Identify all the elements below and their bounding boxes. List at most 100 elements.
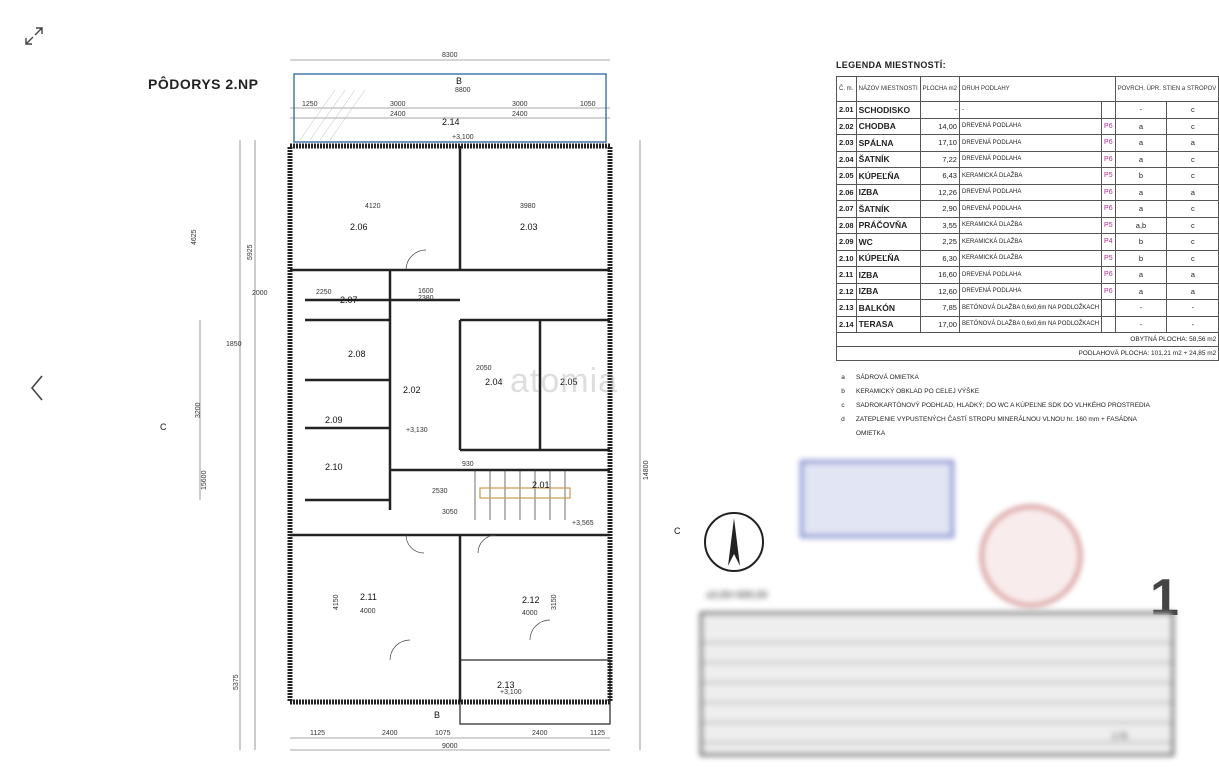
legend-floor-type: KERAMICKÁ DLAŽBA xyxy=(958,167,1103,185)
north-arrow-icon xyxy=(704,512,764,572)
legend-header-floor: DRUH PODLAHY xyxy=(958,76,1116,102)
legend-room-number: 2.07 xyxy=(836,200,857,218)
legend-floor-code: P6 xyxy=(1101,200,1116,218)
dim-15600: 15600 xyxy=(201,470,208,490)
legend-room-name: BALKÓN xyxy=(855,299,921,317)
legend-wall-finish: a xyxy=(1114,117,1168,135)
section-c-left: C xyxy=(160,422,167,432)
legend-table: Č. m. NÁZOV MIESTNOSTI PLOCHA m2 DRUH PO… xyxy=(835,76,1219,361)
dim-bottom-total: 9000 xyxy=(442,743,458,750)
legend-wall-finish: b xyxy=(1114,167,1168,185)
dim-1600: 1600 xyxy=(418,288,434,295)
legend-room-name: PRÁČOVŇA xyxy=(855,216,921,234)
section-b-bottom: B xyxy=(434,710,440,720)
legend-room-area: 14,00 xyxy=(919,117,960,135)
legend-ceiling-finish: c xyxy=(1166,233,1219,251)
legend-note-key: d xyxy=(841,416,845,423)
legend-room-area: 2,25 xyxy=(919,233,960,251)
dim-bottom-1125-b: 1125 xyxy=(590,730,605,737)
legend-room-name: IZBA xyxy=(855,266,921,284)
legend-room-area: 7,22 xyxy=(919,150,960,168)
legend-ceiling-finish: c xyxy=(1166,150,1219,168)
dim-2400-b: 2400 xyxy=(512,111,528,118)
legend-floor-area: PODLAHOVÁ PLOCHA: 101,21 m2 + 24,85 m2 xyxy=(835,346,1219,361)
dim-4625: 4625 xyxy=(191,229,198,245)
legend-room-area: 12,26 xyxy=(919,183,960,201)
legend-room-number: 2.12 xyxy=(836,282,857,300)
legend-room-area: 17,00 xyxy=(919,315,960,333)
legend-room-number: 2.14 xyxy=(836,315,857,333)
room-label-2-06: 2.06 xyxy=(350,222,368,232)
legend-floor-code: P6 xyxy=(1101,150,1116,168)
dim-4000-b: 4000 xyxy=(522,610,538,617)
legend-room-number: 2.13 xyxy=(836,299,857,317)
legend-wall-finish: a xyxy=(1114,150,1168,168)
legend-floor-code: P6 xyxy=(1101,282,1116,300)
legend-ceiling-finish: c xyxy=(1166,117,1219,135)
legend-floor-type: KERAMICKÁ DLAŽBA xyxy=(958,233,1103,251)
legend-floor-type: BETÓNOVÁ DLAŽBA 0,6x0,6m NA PODLOŽKACH xyxy=(958,299,1103,317)
legend-ceiling-finish: c xyxy=(1166,200,1219,218)
previous-image-button[interactable] xyxy=(26,370,50,406)
legend-room-number: 2.11 xyxy=(836,266,857,284)
watermark: atomia xyxy=(510,362,619,400)
dim-top-total: 8300 xyxy=(442,52,458,59)
room-label-2-12: 2.12 xyxy=(522,595,540,605)
legend-ceiling-finish: a xyxy=(1166,282,1219,300)
legend-room-name: SPÁLNA xyxy=(855,134,921,152)
legend-ceiling-finish: - xyxy=(1166,315,1219,333)
room-label-2-08: 2.08 xyxy=(348,349,366,359)
legend-ceiling-finish: a xyxy=(1166,183,1219,201)
legend-room-number: 2.04 xyxy=(836,150,857,168)
dim-bottom-1125-a: 1125 xyxy=(310,730,325,737)
legend-floor-code: P4 xyxy=(1101,233,1116,251)
legend-ceiling-finish: c xyxy=(1166,167,1219,185)
room-label-2-05: 2.05 xyxy=(560,377,578,387)
legend-floor-type: DREVENÁ PODLAHA xyxy=(958,150,1103,168)
legend-floor-type: KERAMICKÁ DLAŽBA xyxy=(958,216,1103,234)
legend-note-text: SÁDROVÁ OMIETKA xyxy=(856,374,919,381)
level-balcony: +3,100 xyxy=(500,689,522,696)
legend-room-area: 2,90 xyxy=(919,200,960,218)
dim-2250: 2250 xyxy=(316,289,332,296)
legend-floor-type: BETÓNOVÁ DLAŽBA 0,6x0,6m NA PODLOŽKACH xyxy=(958,315,1103,333)
room-label-2-04: 2.04 xyxy=(485,377,503,387)
legend-floor-type: DREVENÁ PODLAHA xyxy=(958,117,1103,135)
legend-note-key: b xyxy=(841,388,845,395)
dim-2380: 2380 xyxy=(418,295,434,302)
legend-room-area: 6,30 xyxy=(919,249,960,267)
legend-floor-code: P6 xyxy=(1101,183,1116,201)
legend-room-area: 3,55 xyxy=(919,216,960,234)
legend-floor-type: DREVENÁ PODLAHA xyxy=(958,282,1103,300)
legend-ceiling-finish: a xyxy=(1166,266,1219,284)
expand-icon[interactable] xyxy=(22,24,46,48)
dim-3050: 3050 xyxy=(442,509,458,516)
dim-2050: 2050 xyxy=(476,365,492,372)
legend-room-name: KÚPEĽŇA xyxy=(855,249,921,267)
room-label-2-03: 2.03 xyxy=(520,222,538,232)
scale-value: 1:75 xyxy=(1112,732,1128,741)
legend-room-number: 2.09 xyxy=(836,233,857,251)
legend-room-number: 2.08 xyxy=(836,216,857,234)
legend-room-name: ŠATNÍK xyxy=(855,150,921,168)
dim-4120: 4120 xyxy=(365,203,381,210)
legend-room-area: 6,43 xyxy=(919,167,960,185)
dim-3200: 3200 xyxy=(195,402,202,418)
legend-ceiling-finish: a xyxy=(1166,134,1219,152)
legend-room-name: SCHODISKO xyxy=(855,101,921,119)
legend-wall-finish: a xyxy=(1114,200,1168,218)
legend-ceiling-finish: c xyxy=(1166,216,1219,234)
legend-note-text: SADROKARTÓNOVÝ PODHĽAD, HLADKÝ; DO WC A … xyxy=(856,402,1150,409)
title-block: 1:75 xyxy=(700,612,1174,756)
legend-living-area-row: OBYTNÁ PLOCHA: 58,56 m2 xyxy=(835,332,1219,347)
legend-header-row: Č. m. NÁZOV MIESTNOSTI PLOCHA m2 DRUH PO… xyxy=(836,76,1219,102)
